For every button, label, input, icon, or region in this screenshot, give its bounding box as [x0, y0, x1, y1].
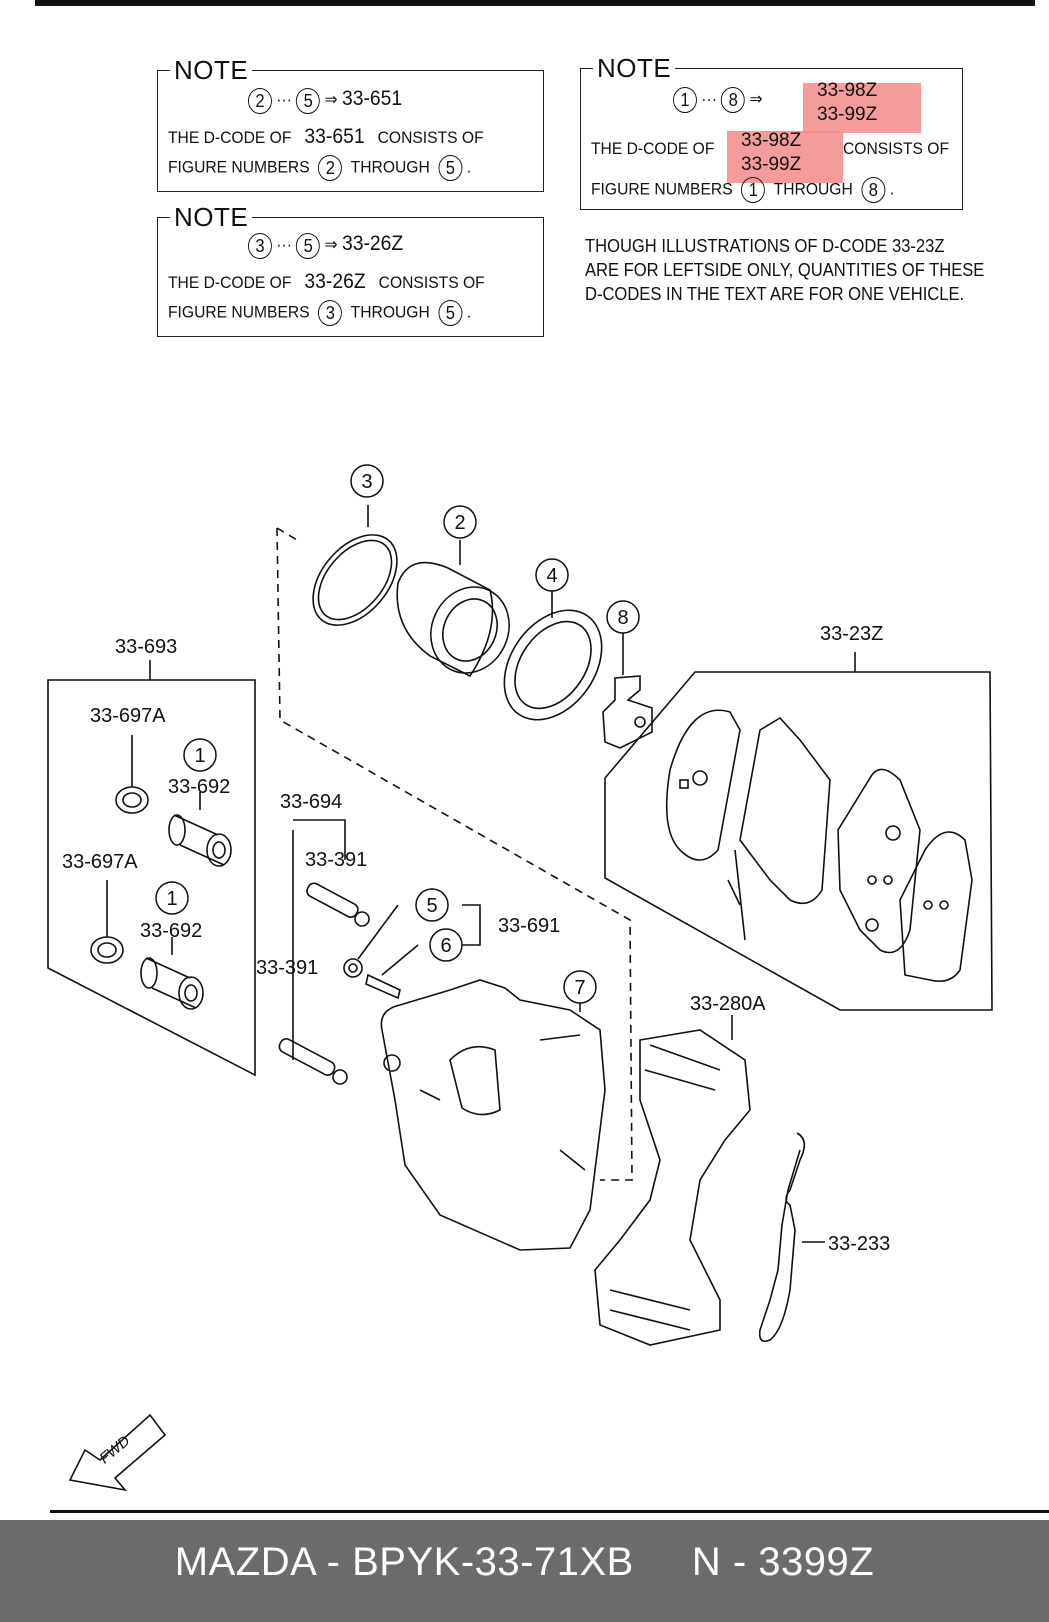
- svg-text:1: 1: [194, 745, 205, 767]
- fwd-label: FWD: [96, 1432, 133, 1467]
- figure-number-circle: 2: [248, 87, 272, 114]
- d-code: 33-99Z: [741, 154, 802, 175]
- bottom-rule: [50, 1510, 1049, 1513]
- note-range-line: 2 ··· 5 ⇒ 33-651: [248, 87, 402, 114]
- pin-part: [168, 792, 232, 867]
- brake-pad: [899, 831, 973, 983]
- top-rule: [35, 0, 1035, 6]
- note-text-line: THE D-CODE OF 33-26Z CONSISTS OF: [168, 270, 485, 293]
- note-text-line: FIGURE NUMBERS 3 THROUGH 5 .: [168, 300, 471, 326]
- callout-circle-2: 2: [443, 505, 477, 539]
- d-code: 33-651: [341, 87, 403, 110]
- callout-circle-1: 1: [183, 738, 217, 772]
- part-label: 33-692: [140, 920, 202, 942]
- svg-text:3: 3: [361, 471, 372, 493]
- notice-line-3: D-CODES IN THE TEXT ARE FOR ONE VEHICLE.: [585, 284, 965, 304]
- svg-text:2: 2: [454, 512, 465, 534]
- callout-circle-4: 4: [535, 558, 569, 592]
- svg-text:8: 8: [617, 607, 628, 629]
- svg-text:6: 6: [440, 935, 451, 957]
- callout-circle-1: 1: [155, 881, 189, 915]
- note-title: NOTE: [170, 55, 253, 86]
- caliper-bracket: [594, 1015, 751, 1346]
- piston-seal: [312, 505, 398, 626]
- bracket-33694: [292, 819, 346, 1060]
- bushing-part: [115, 735, 149, 814]
- highlight-box: [727, 131, 843, 183]
- part-label: 33-697A: [90, 705, 166, 727]
- d-code: 33-98Z: [817, 80, 878, 101]
- pad-clip: [602, 633, 653, 749]
- brake-pad: [837, 768, 921, 954]
- notice-line-2: ARE FOR LEFTSIDE ONLY, QUANTITIES OF THE…: [585, 260, 985, 280]
- part-label: 33-391: [256, 957, 318, 979]
- note-box-2: NOTE 3 ··· 5 ⇒ 33-26Z THE D-CODE OF 33-2…: [157, 202, 544, 337]
- anti-rattle-spring: [758, 1132, 806, 1343]
- part-label: 33-697A: [62, 851, 138, 873]
- svg-text:5: 5: [426, 895, 437, 917]
- callout-circle-5: 5: [415, 888, 449, 922]
- note-text-line: THE D-CODE OF 33-651 CONSISTS OF: [168, 125, 484, 148]
- svg-text:1: 1: [166, 888, 177, 910]
- group-bracket-33693: [47, 679, 256, 1077]
- d-code: 33-99Z: [817, 104, 878, 125]
- footer-part-number: MAZDA - BPYK-33-71XB N - 3399Z: [174, 1540, 875, 1584]
- brake-pad: [727, 716, 831, 941]
- part-label: 33-693: [115, 636, 177, 658]
- notice-line-1: THOUGH ILLUSTRATIONS OF D-CODE 33-23Z: [585, 236, 945, 256]
- dust-boot: [503, 590, 603, 721]
- dashed-guide: [276, 527, 633, 1181]
- caliper-diagram: [47, 505, 993, 1492]
- part-label: 33-233: [828, 1233, 890, 1255]
- part-label: 33-692: [168, 776, 230, 798]
- callout-circle-3: 3: [350, 464, 384, 498]
- part-label: 33-23Z: [820, 623, 883, 645]
- part-label: 33-691: [498, 915, 560, 937]
- footer-bar: [0, 1520, 1049, 1622]
- pad-set-outline: [604, 671, 993, 1011]
- callout-circle-7: 7: [563, 970, 597, 1004]
- brake-pad: [665, 709, 741, 861]
- note-box-1: NOTE 2 ··· 5 ⇒ 33-651 THE D-CODE OF 33-6…: [157, 55, 544, 192]
- note-title: NOTE: [593, 53, 676, 84]
- callout-circle-8: 8: [606, 600, 640, 634]
- bushing-part: [90, 880, 124, 964]
- part-label: 33-391: [305, 849, 367, 871]
- note-range-line: 1 ··· 8 ⇒: [673, 87, 763, 113]
- note-text-line: THE D-CODE OF: [591, 139, 715, 158]
- guide-pin: [306, 882, 370, 927]
- caliper-body: [380, 979, 606, 1251]
- note-text-line: FIGURE NUMBERS 2 THROUGH 5 .: [168, 155, 471, 181]
- guide-pin: [278, 1038, 348, 1085]
- svg-text:4: 4: [546, 565, 557, 587]
- highlight-box: [803, 83, 921, 133]
- figure-number-circle: 5: [296, 87, 321, 114]
- note-text-line: FIGURE NUMBERS 1 THROUGH 8 .: [591, 177, 894, 203]
- bleeder-screw: [365, 944, 419, 1000]
- figure-callouts: 3 2 4 8 1 1 5 6 7 33-693 33-697A 33-692 …: [62, 464, 890, 1467]
- note-box-3: NOTE 33-98Z 33-99Z 1 ··· 8 ⇒ 33-98Z 33-9…: [580, 53, 963, 210]
- part-label: 33-280A: [690, 993, 766, 1015]
- piston: [396, 540, 510, 678]
- bleeder-cap: [343, 904, 399, 978]
- d-code: 33-98Z: [741, 130, 802, 151]
- part-label: 33-694: [280, 791, 342, 813]
- pin-part: [140, 937, 204, 1010]
- note-title: NOTE: [170, 202, 253, 233]
- note-text-line: CONSISTS OF: [843, 139, 950, 158]
- svg-text:7: 7: [574, 977, 585, 999]
- fwd-arrow-icon: [68, 1413, 167, 1492]
- callout-circle-6: 6: [429, 928, 463, 962]
- note-range-line: 3 ··· 5 ⇒ 33-26Z: [248, 232, 403, 259]
